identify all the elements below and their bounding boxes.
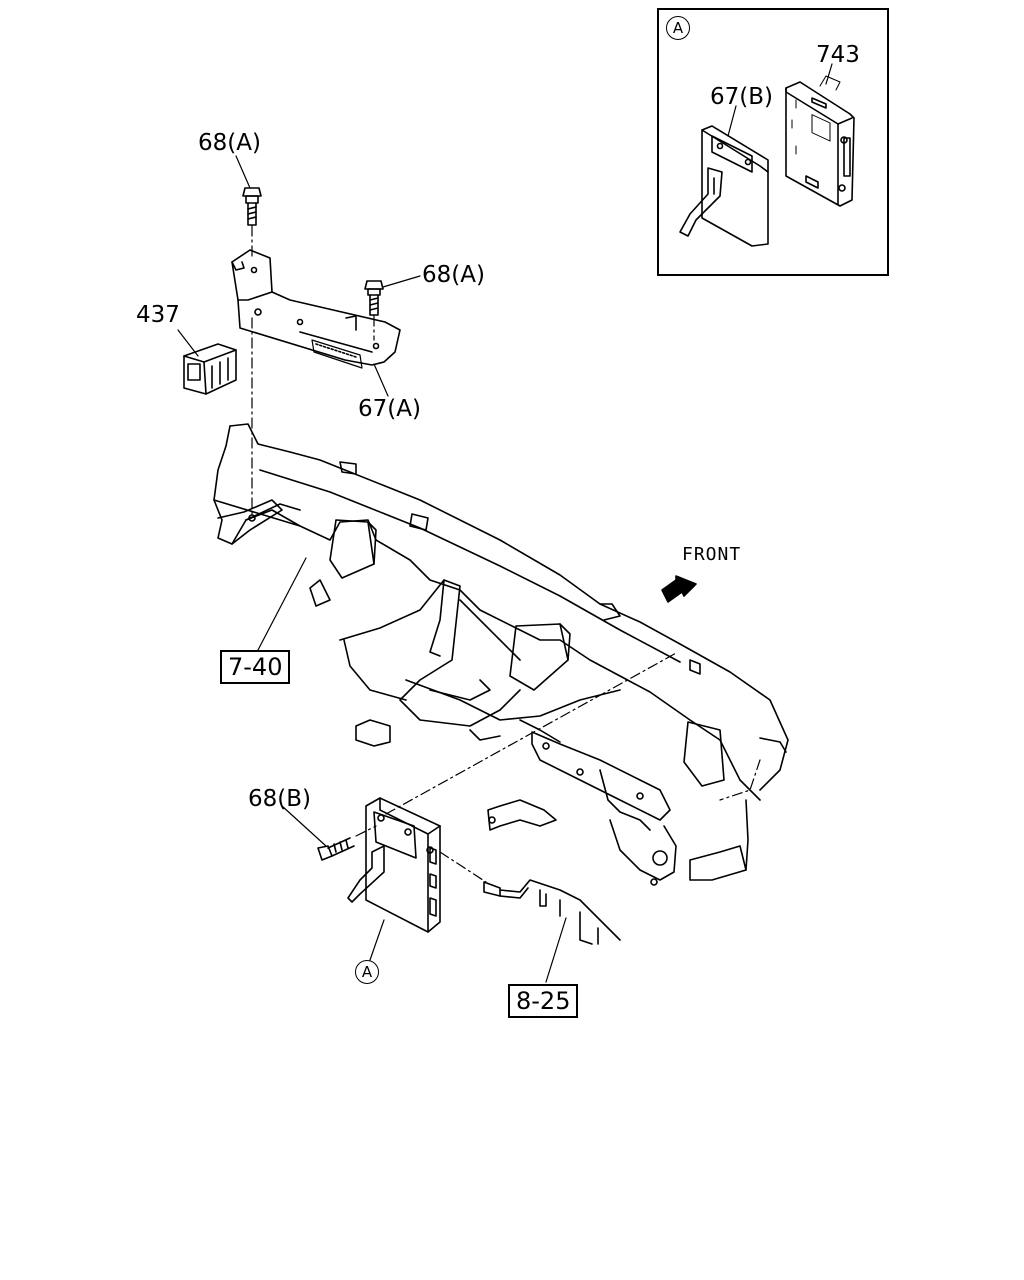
leader-lines <box>177 155 567 983</box>
screw-68b <box>317 837 355 861</box>
label-bracket-67a: 67(A) <box>358 396 421 422</box>
module-743-assembly <box>347 797 441 933</box>
alignment-lines <box>251 225 761 883</box>
label-module-743: 743 <box>816 42 860 68</box>
inset-marker-a: A <box>666 16 690 40</box>
label-bolt-68a-right: 68(A) <box>422 262 485 288</box>
relay-box-437 <box>183 343 237 395</box>
upper-bracket-67a <box>231 249 401 369</box>
inset-frame <box>657 8 889 276</box>
detail-marker-a: A <box>355 960 379 984</box>
front-label: FRONT <box>682 544 742 565</box>
crossmember-assembly <box>213 423 789 886</box>
ref-box-7-40: 7-40 <box>220 650 291 685</box>
front-arrow-icon <box>661 575 697 603</box>
label-screw-68b: 68(B) <box>248 786 311 812</box>
inset-detail-a <box>679 63 855 247</box>
wire-harness <box>483 879 621 945</box>
bolt-68a-left <box>242 187 262 226</box>
bolt-68a-right <box>364 280 384 316</box>
label-bolt-68a-left: 68(A) <box>198 130 261 156</box>
ref-box-8-25: 8-25 <box>508 984 579 1019</box>
label-relay-box-437: 437 <box>136 302 180 328</box>
label-bracket-67b: 67(B) <box>710 84 773 110</box>
